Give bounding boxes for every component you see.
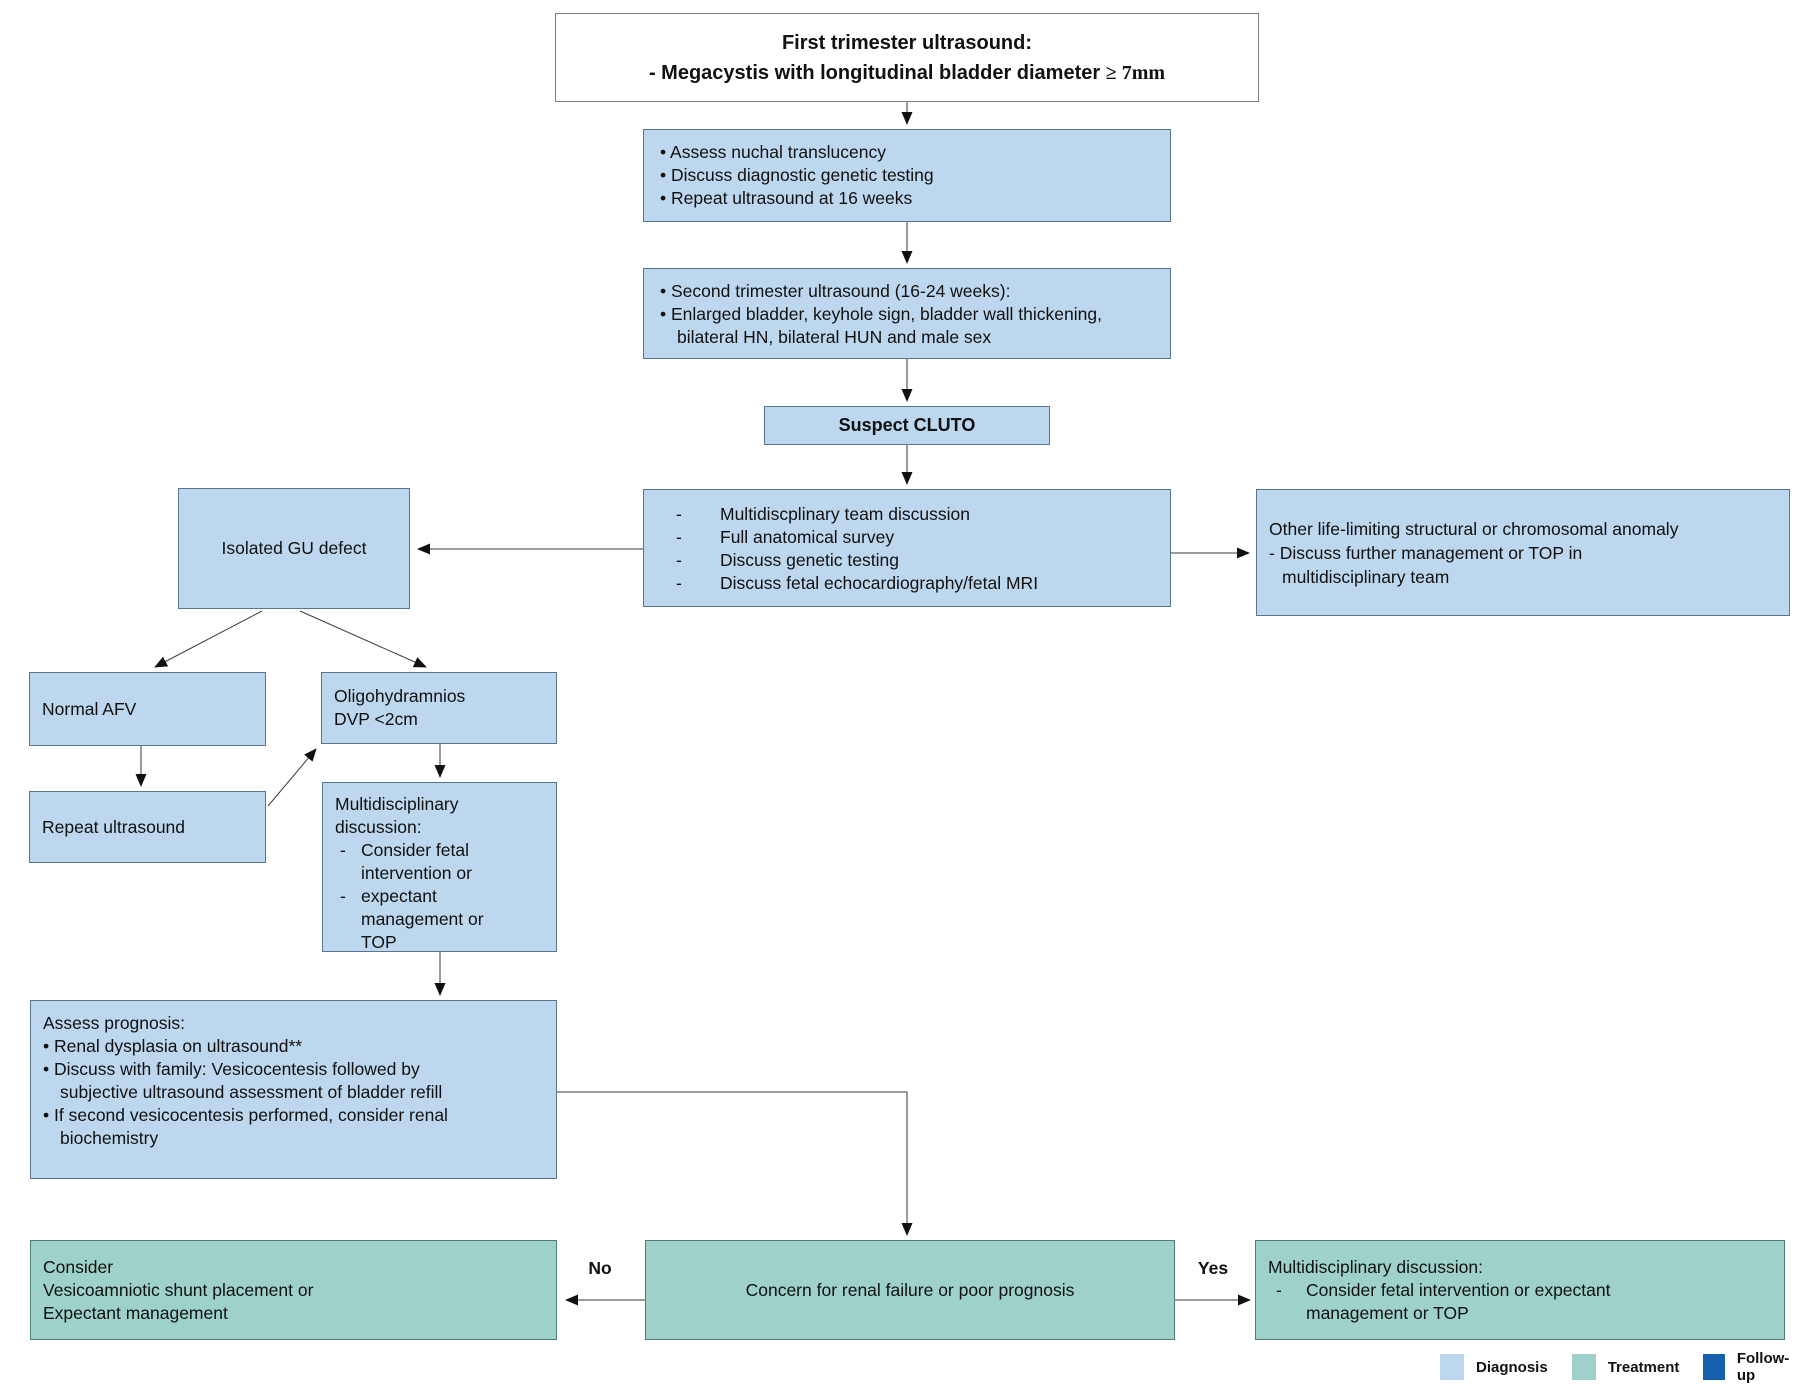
list-item: Enlarged bladder, keyhole sign, bladder … — [660, 303, 1109, 349]
node-label: Repeat ultrasound — [42, 816, 186, 837]
node-assess-nt: Assess nuchal translucency Discuss diagn… — [643, 129, 1171, 222]
list-item: Consider fetal intervention or — [335, 839, 511, 885]
node-second-trimester-ultrasound: Second trimester ultrasound (16-24 weeks… — [643, 268, 1171, 359]
node-other-anomaly: Other life-limiting structural or chromo… — [1256, 489, 1790, 616]
subtitle-math: ≥ 7mm — [1105, 61, 1166, 84]
node-mdt-small: Multidisciplinary discussion: Consider f… — [322, 782, 557, 952]
node-normal-afv: Normal AFV — [29, 672, 266, 746]
legend-label: Follow-up — [1736, 1350, 1790, 1384]
node-line: Oligohydramnios — [334, 686, 466, 706]
list-item: Discuss genetic testing — [660, 549, 1154, 572]
node-title: Multidisciplinary discussion: — [1268, 1256, 1483, 1277]
followup-color-swatch — [1703, 1354, 1725, 1380]
node-label: Normal AFV — [42, 698, 137, 719]
node-first-trimester-ultrasound: First trimester ultrasound: - Megacystis… — [555, 13, 1259, 102]
legend-item-treatment: Treatment — [1571, 1354, 1680, 1380]
legend-item-followup: Follow-up — [1703, 1350, 1800, 1384]
legend-label: Diagnosis — [1476, 1358, 1548, 1376]
node-label: Concern for renal failure or poor progno… — [745, 1279, 1075, 1300]
node-line: Vesicoamniotic shunt placement or — [43, 1279, 314, 1300]
list-item: Discuss with family: Vesicocentesis foll… — [43, 1058, 480, 1104]
node-subtitle: - Megacystis with longitudinal bladder d… — [649, 58, 1165, 88]
list-item: Second trimester ultrasound (16-24 weeks… — [660, 280, 1154, 303]
node-suspect-cluto: Suspect CLUTO — [764, 406, 1050, 445]
legend-item-diagnosis: Diagnosis — [1440, 1354, 1548, 1380]
list-item: If second vesicocentesis performed, cons… — [43, 1104, 480, 1150]
list-item: Discuss further management or TOP in mul… — [1269, 541, 1692, 589]
list-item: Repeat ultrasound at 16 weeks — [660, 187, 1154, 210]
list-item: Assess nuchal translucency — [660, 141, 1154, 164]
node-isolated-gu-defect: Isolated GU defect — [178, 488, 410, 609]
node-title: Multidisciplinary discussion: — [335, 794, 459, 837]
node-title: Other life-limiting structural or chromo… — [1269, 518, 1679, 539]
legend-label: Treatment — [1607, 1358, 1680, 1376]
node-line: DVP <2cm — [334, 709, 418, 729]
list-item: Multidiscplinary team discussion — [660, 503, 1154, 526]
list-item: Renal dysplasia on ultrasound** — [43, 1035, 544, 1058]
treatment-color-swatch — [1571, 1354, 1596, 1380]
edge-label-yes: Yes — [1197, 1258, 1229, 1278]
legend: Diagnosis Treatment Follow-up — [1440, 1350, 1800, 1384]
node-mdt-discussion: Multidiscplinary team discussion Full an… — [643, 489, 1171, 607]
list-item: expectant management or TOP — [335, 885, 511, 954]
list-item: Discuss fetal echocardiography/fetal MRI — [660, 572, 1154, 595]
list-item: Consider fetal intervention or expectant… — [1268, 1279, 1666, 1325]
subtitle-text: - Megacystis with longitudinal bladder d… — [648, 61, 1106, 84]
node-repeat-ultrasound: Repeat ultrasound — [29, 791, 266, 863]
node-mdt-final: Multidisciplinary discussion: Consider f… — [1255, 1240, 1785, 1340]
list-item: Discuss diagnostic genetic testing — [660, 164, 1154, 187]
node-label: Suspect CLUTO — [838, 415, 976, 435]
node-oligohydramnios: Oligohydramnios DVP <2cm — [321, 672, 557, 744]
node-concern-renal-failure: Concern for renal failure or poor progno… — [645, 1240, 1175, 1340]
diagnosis-color-swatch — [1440, 1354, 1464, 1380]
node-line: Consider — [43, 1256, 114, 1277]
node-assess-prognosis: Assess prognosis: Renal dysplasia on ult… — [30, 1000, 557, 1179]
list-item: Full anatomical survey — [660, 526, 1154, 549]
node-title: Assess prognosis: — [43, 1013, 186, 1033]
node-title: First trimester ultrasound: — [781, 31, 1033, 54]
node-line: Expectant management — [43, 1302, 228, 1323]
node-consider-shunt: Consider Vesicoamniotic shunt placement … — [30, 1240, 557, 1340]
node-label: Isolated GU defect — [221, 538, 367, 558]
edge-label-no: No — [588, 1258, 612, 1278]
